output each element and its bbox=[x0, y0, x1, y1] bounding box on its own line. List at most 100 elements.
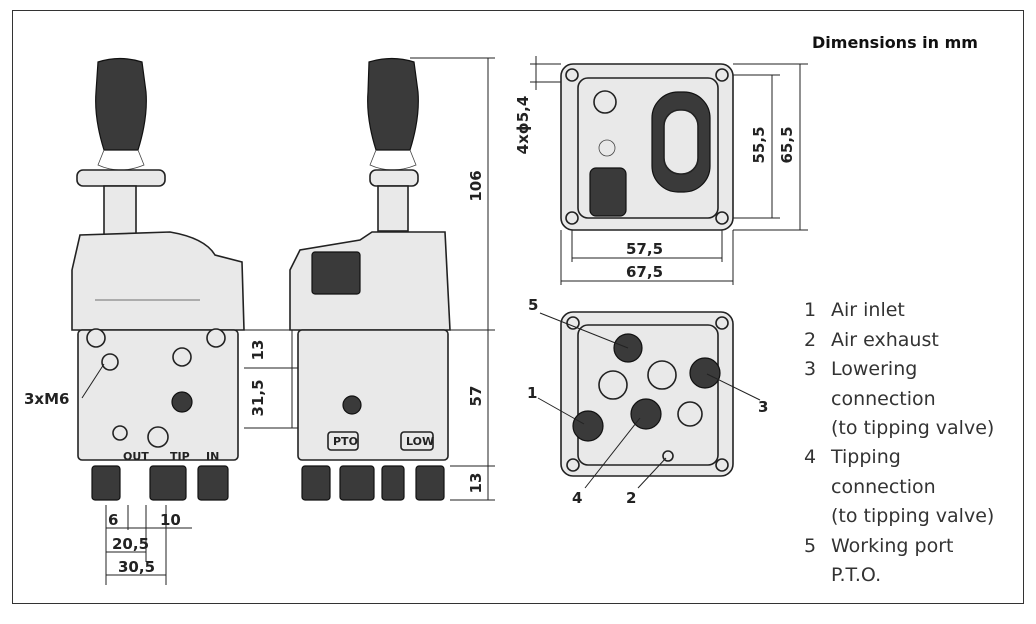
legend-text-4c: (to tipping valve) bbox=[831, 505, 994, 527]
dim-31-5: 31,5 bbox=[249, 379, 267, 416]
front-thread-hole-1 bbox=[101, 353, 119, 371]
pto-label-box bbox=[327, 431, 359, 451]
port-label-tip: TIP bbox=[170, 450, 190, 463]
top-horizontal-dim-lines bbox=[560, 230, 734, 285]
front-knob-base bbox=[97, 149, 145, 171]
top-button bbox=[589, 167, 627, 217]
pto-label: PTO bbox=[333, 435, 358, 448]
legend: 1 Air inlet 2 Air exhaust 3 Lowering con… bbox=[804, 299, 994, 586]
dim-67-5: 67,5 bbox=[626, 263, 663, 281]
top-view: 4xϕ5,4 55,5 65,5 57,5 67,5 bbox=[514, 56, 808, 285]
dim-106: 106 bbox=[467, 170, 485, 201]
top-hole-3 bbox=[565, 211, 579, 225]
callout-4: 4 bbox=[572, 489, 582, 507]
gear-icon bbox=[598, 139, 616, 157]
dim-10: 10 bbox=[160, 511, 181, 529]
dim-57-5: 57,5 bbox=[626, 240, 663, 258]
leader-2 bbox=[637, 457, 667, 489]
bottom-view: 5 1 3 4 2 bbox=[527, 296, 768, 507]
legend-num-5: 5 bbox=[804, 535, 816, 557]
plug-2 bbox=[647, 360, 677, 390]
dimensions-title: Dimensions in mm bbox=[812, 33, 978, 52]
bottom-hole-1 bbox=[566, 316, 580, 330]
plug-3 bbox=[677, 401, 703, 427]
legend-text-3b: connection bbox=[831, 388, 936, 410]
front-vertical-dim-lines bbox=[244, 329, 300, 429]
front-thread-hole-3 bbox=[112, 425, 128, 441]
legend-num-1: 1 bbox=[804, 299, 816, 321]
legend-num-2: 2 bbox=[804, 329, 816, 351]
legend-text-4a: Tipping bbox=[830, 446, 901, 468]
front-fitting-in bbox=[197, 465, 229, 501]
bottom-hole-4 bbox=[715, 458, 729, 472]
side-center-port bbox=[342, 395, 362, 415]
legend-num-4: 4 bbox=[804, 446, 816, 468]
port-1 bbox=[572, 410, 604, 442]
bottom-hole-3 bbox=[566, 458, 580, 472]
leader-5 bbox=[539, 312, 629, 349]
port-4 bbox=[630, 398, 662, 430]
thread-label: 3xM6 bbox=[24, 390, 69, 408]
legend-text-3c: (to tipping valve) bbox=[831, 417, 994, 439]
leader-4 bbox=[584, 417, 641, 489]
dim-holes: 4xϕ5,4 bbox=[514, 96, 532, 155]
side-knob-base bbox=[369, 149, 417, 171]
port-3 bbox=[689, 357, 721, 389]
top-hole-2 bbox=[715, 68, 729, 82]
front-collar bbox=[76, 169, 166, 187]
plug-1 bbox=[598, 370, 628, 400]
leader-3 bbox=[706, 373, 761, 401]
front-mount-hole-2 bbox=[206, 328, 226, 348]
side-stem bbox=[377, 185, 409, 232]
side-fitting-4 bbox=[415, 465, 445, 501]
side-knob bbox=[367, 57, 419, 151]
legend-text-3a: Lowering bbox=[831, 358, 917, 380]
dim-20-5: 20,5 bbox=[112, 535, 149, 553]
port-label-out: OUT bbox=[123, 450, 149, 463]
dim-55-5: 55,5 bbox=[750, 126, 768, 163]
front-center-port bbox=[171, 391, 193, 413]
legend-num-3: 3 bbox=[804, 358, 816, 380]
dim-65-5: 65,5 bbox=[778, 126, 796, 163]
figure-frame bbox=[12, 10, 1024, 604]
front-view: OUT TIP IN 3xM6 13 31,5 6 10 20,5 30,5 bbox=[24, 57, 300, 585]
bottom-hole-2 bbox=[715, 316, 729, 330]
side-lever-window bbox=[311, 251, 361, 295]
side-view: PTO LOW 106 57 13 bbox=[289, 57, 495, 501]
legend-text-2: Air exhaust bbox=[831, 329, 939, 351]
low-label: LOW bbox=[406, 435, 434, 448]
top-lever-inner bbox=[663, 109, 699, 175]
bottom-housing bbox=[577, 324, 719, 466]
hole-dim-lines bbox=[530, 56, 561, 90]
low-label-box bbox=[400, 431, 434, 451]
front-upper-housing bbox=[71, 231, 245, 331]
front-knob bbox=[95, 57, 147, 151]
front-stem bbox=[103, 185, 137, 237]
top-hole-1 bbox=[565, 68, 579, 82]
front-fitting-tip bbox=[149, 465, 187, 501]
front-fitting-out bbox=[91, 465, 121, 501]
callout-3: 3 bbox=[758, 398, 768, 416]
port-label-in: IN bbox=[206, 450, 219, 463]
side-dim-lines bbox=[410, 57, 495, 501]
side-lower-housing bbox=[297, 329, 449, 461]
leader-1 bbox=[537, 397, 585, 425]
callout-1: 1 bbox=[527, 384, 537, 402]
side-fitting-2 bbox=[339, 465, 375, 501]
callout-2: 2 bbox=[626, 489, 636, 507]
side-fitting-3 bbox=[381, 465, 405, 501]
front-thread-hole-2 bbox=[172, 347, 192, 367]
dim-30-5: 30,5 bbox=[118, 558, 155, 576]
top-vertical-dim-lines bbox=[733, 63, 808, 231]
side-collar bbox=[369, 169, 419, 187]
legend-text-4b: connection bbox=[831, 476, 936, 498]
front-side-port bbox=[147, 426, 169, 448]
top-hole-4 bbox=[715, 211, 729, 225]
front-horizontal-dim-lines bbox=[105, 505, 192, 585]
dim-13-front: 13 bbox=[249, 340, 267, 361]
front-mount-hole-1 bbox=[86, 328, 106, 348]
side-fitting-1 bbox=[301, 465, 331, 501]
thread-leader bbox=[81, 363, 105, 399]
legend-text-5b: P.T.O. bbox=[831, 564, 881, 586]
